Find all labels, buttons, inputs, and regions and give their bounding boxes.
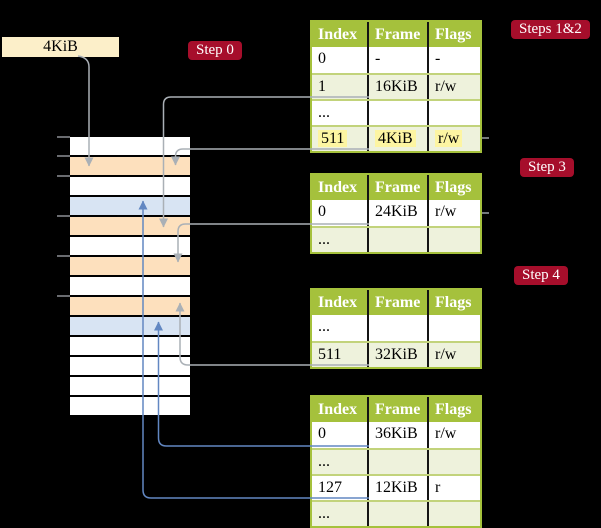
memory-frame-row-blue <box>70 197 190 215</box>
highlighted-value: r/w <box>435 130 463 147</box>
table-cell: - <box>427 47 480 73</box>
table-row: 511 4KiB r/w <box>312 125 480 151</box>
table-row: ... <box>312 226 480 252</box>
badge-step-3: Step 3 <box>520 158 574 177</box>
table-row: ... <box>312 448 480 474</box>
header-cell: Frame <box>367 397 427 422</box>
header-cell: Flags <box>427 397 480 422</box>
badge-step-4: Step 4 <box>514 266 568 285</box>
memory-frame-row-peach <box>70 257 190 275</box>
header-cell: Flags <box>427 290 480 315</box>
table-cell: r/w <box>427 422 480 448</box>
memory-frame-row-white <box>70 377 190 395</box>
table-cell: ... <box>318 104 330 121</box>
memory-frame-row-peach <box>70 217 190 235</box>
table-cell <box>367 228 427 252</box>
table-cell: ... <box>318 505 330 522</box>
memory-frame-row-white <box>70 397 190 415</box>
frame-size-label-box: 4KiB <box>2 37 119 57</box>
table-cell <box>427 101 480 125</box>
header-cell: Frame <box>367 175 427 200</box>
table-cell: 36KiB <box>367 422 427 448</box>
table-cell <box>427 228 480 252</box>
table-cell: 511 <box>312 127 367 151</box>
table-cell: r/w <box>427 200 480 226</box>
memory-frame-row-white <box>70 357 190 375</box>
memory-frame-row-white <box>70 137 190 155</box>
table-cell <box>427 450 480 474</box>
table-cell <box>367 502 427 526</box>
highlighted-value: 4KiB <box>375 130 416 147</box>
table-cell: 0 <box>318 425 326 442</box>
table-cell: 32KiB <box>367 343 427 367</box>
physical-memory-column <box>70 137 190 415</box>
memory-frame-row-white <box>70 237 190 255</box>
table-row: ... <box>312 99 480 125</box>
memory-frame-row-peach <box>70 297 190 315</box>
table-cell: r <box>427 476 480 500</box>
table-cell: ... <box>318 231 330 248</box>
table-cell: 4KiB <box>367 127 427 151</box>
header-cell: Frame <box>367 290 427 315</box>
header-cell: Flags <box>427 22 480 47</box>
header-cell: Flags <box>427 175 480 200</box>
memory-frame-row-white <box>70 277 190 295</box>
table-cell <box>367 315 427 341</box>
header-cell: Index <box>318 26 358 43</box>
table-cell: r/w <box>427 75 480 99</box>
table-cell: ... <box>318 318 330 335</box>
table-cell <box>427 315 480 341</box>
header-cell: Index <box>318 294 358 311</box>
table-cell: r/w <box>427 343 480 367</box>
table-cell: 12KiB <box>367 476 427 500</box>
table-cell: r/w <box>427 127 480 151</box>
table-cell <box>367 101 427 125</box>
table-cell: ... <box>318 453 330 470</box>
header-cell: Index <box>318 179 358 196</box>
table-cell: 511 <box>318 346 342 363</box>
table-row: 0 -- <box>312 47 480 73</box>
highlighted-value: 511 <box>318 130 348 147</box>
memory-frame-row-peach <box>70 157 190 175</box>
table-row-stubs <box>482 137 489 214</box>
badge-step-0: Step 0 <box>188 41 242 60</box>
table-cell: 0 <box>318 50 326 67</box>
table-cell <box>427 502 480 526</box>
table-cell: 16KiB <box>367 75 427 99</box>
table-cell <box>367 450 427 474</box>
table-row: ... <box>312 500 480 526</box>
header-cell: Index <box>318 401 358 418</box>
memory-frame-row-blue <box>70 317 190 335</box>
table-cell: 1 <box>318 78 326 95</box>
table-cell: 24KiB <box>367 200 427 226</box>
badge-steps-1-2: Steps 1&2 <box>511 20 590 39</box>
table-row: ... <box>312 315 480 341</box>
table-cell: - <box>367 47 427 73</box>
table-cell: 127 <box>318 479 342 496</box>
header-cell: Frame <box>367 22 427 47</box>
table-cell: 0 <box>318 203 326 220</box>
memory-boundary-ticks <box>57 136 70 297</box>
memory-frame-row-white <box>70 177 190 195</box>
memory-frame-row-white <box>70 337 190 355</box>
